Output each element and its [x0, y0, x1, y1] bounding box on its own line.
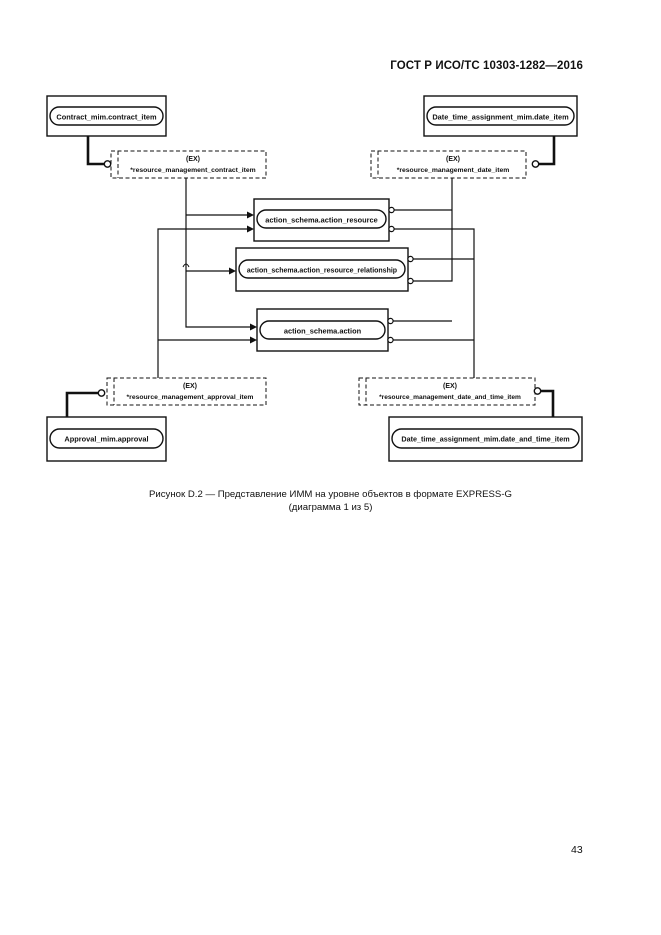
ref-date-name: *resource_management_date_item [397, 167, 510, 174]
schema-approval-label: Approval_mim.approval [64, 435, 148, 444]
ref-approval-tag: (EX) [183, 383, 197, 390]
entity-action-resource-label: action_schema.action_resource [265, 216, 378, 225]
ref-date-tag: (EX) [446, 156, 460, 163]
entity-action-label: action_schema.action [284, 327, 362, 336]
schema-contract-label: Contract_mim.contract_item [56, 113, 157, 122]
ref-date-time: (EX) *resource_management_date_and_time_… [358, 377, 536, 406]
attribute-circles [387, 206, 414, 344]
schema-date-time-label: Date_time_assignment_mim.date_and_time_i… [401, 435, 569, 444]
entity-action: action_schema.action [256, 308, 389, 352]
schema-contract: Contract_mim.contract_item [46, 95, 167, 137]
ref-approval: (EX) *resource_management_approval_item [106, 377, 267, 406]
line-bend-mark [182, 263, 190, 268]
ref-contract: (EX) *resource_management_contract_item [110, 150, 267, 179]
schema-connectors [65, 136, 556, 417]
schema-date: Date_time_assignment_mim.date_item [423, 95, 578, 137]
arrow-heads [229, 211, 257, 344]
schema-connector-ends [97, 160, 542, 397]
page-number: 43 [571, 844, 583, 856]
ref-date-time-tag: (EX) [443, 383, 457, 390]
caption-line-2: (диаграмма 1 из 5) [288, 502, 373, 513]
schema-date-time: Date_time_assignment_mim.date_and_time_i… [388, 416, 583, 462]
ref-date-time-name: *resource_management_date_and_time_item [379, 394, 521, 401]
entity-relationship: action_schema.action_resource_relationsh… [235, 247, 409, 292]
express-g-diagram: Contract_mim.contract_item Date_time_ass… [46, 95, 583, 462]
entity-relationship-label: action_schema.action_resource_relationsh… [247, 268, 397, 275]
figure-caption: Рисунок D.2 — Представление ИММ на уровн… [0, 488, 661, 514]
ref-contract-name: *resource_management_contract_item [130, 167, 255, 174]
ref-date: (EX) *resource_management_date_item [370, 150, 527, 179]
relationship-lines [157, 178, 475, 378]
entity-action-resource: action_schema.action_resource [253, 198, 390, 242]
document-header: ГОСТ Р ИСО/ТС 10303-1282—2016 [390, 60, 583, 72]
caption-line-1: Рисунок D.2 — Представление ИММ на уровн… [149, 489, 512, 500]
ref-contract-tag: (EX) [186, 156, 200, 163]
ref-approval-name: *resource_management_approval_item [127, 394, 254, 401]
schema-date-label: Date_time_assignment_mim.date_item [432, 113, 569, 122]
schema-approval: Approval_mim.approval [46, 416, 167, 462]
